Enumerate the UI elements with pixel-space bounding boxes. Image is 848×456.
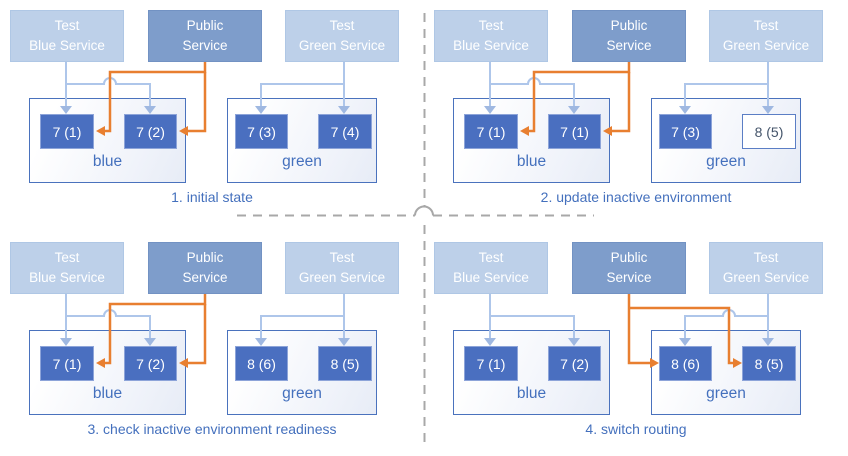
public-service-box: Public Service [148,242,262,294]
panel-1-initial-state: Test Blue Service Public Service Test Gr… [0,0,424,226]
pod-blue-1: 7 (1) [464,346,518,381]
test-green-service-box: Test Green Service [285,242,399,294]
panel-caption: 4. switch routing [585,421,687,437]
blue-environment-label: blue [516,385,547,402]
pod-green-1: 7 (3) [659,114,712,149]
public-service-box: Public Service [572,242,686,294]
test-blue-service-box: Test Blue Service [10,242,124,294]
test-blue-service-label: Test [54,18,80,34]
public-service-box: Public Service [572,10,686,62]
test-green-service-box: Test Green Service [709,10,823,62]
pod-green-2-updating: 8 (5) [742,114,796,149]
panel-caption: 3. check inactive environment readiness [87,421,337,437]
test-blue-service-box: Test Blue Service [434,10,548,62]
green-environment-label: green [706,153,746,170]
green-environment-label: green [282,385,322,402]
green-environment-label: green [706,385,746,402]
test-green-service-label: Test [329,18,355,34]
test-blue-service-box: Test Blue Service [10,10,124,62]
blue-environment-label: blue [516,153,547,170]
pod-blue-1: 7 (1) [40,346,94,381]
blue-environment-label: blue [92,385,123,402]
public-service-box: Public Service [148,10,262,62]
pod-green-2: 8 (5) [318,346,372,381]
panel-2-update-inactive: Test Blue Service Public Service Test Gr… [424,0,848,226]
public-service-label: Public [186,18,224,34]
pod-blue-1: 7 (1) [464,114,518,149]
green-environment-label: green [282,153,322,170]
test-green-service-box: Test Green Service [285,10,399,62]
pod-blue-2: 7 (2) [124,114,177,149]
test-blue-service-box: Test Blue Service [434,242,548,294]
panel-caption: 1. initial state [171,189,253,205]
pod-blue-2: 7 (2) [548,346,601,381]
divider-crossing-hop [414,205,434,216]
pod-green-1: 7 (3) [235,114,288,149]
test-green-service-box: Test Green Service [709,242,823,294]
pod-green-2: 8 (5) [742,346,796,381]
pod-green-1: 8 (6) [235,346,288,381]
blue-environment-label: blue [92,153,123,170]
pod-green-1: 8 (6) [659,346,712,381]
panel-caption: 2. update inactive environment [540,189,732,205]
pod-blue-1: 7 (1) [40,114,94,149]
pod-blue-2: 7 (1) [548,114,601,149]
pod-green-2: 7 (4) [318,114,372,149]
pod-blue-2: 7 (2) [124,346,177,381]
